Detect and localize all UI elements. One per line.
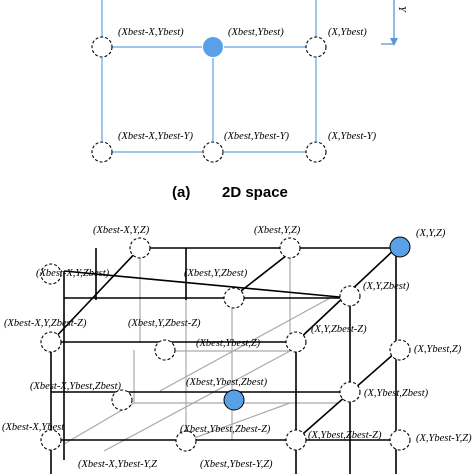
node-xbest-x-y-z — [129, 237, 151, 259]
label-back-mid-center: (Xbest,Ybest,Z) — [196, 338, 261, 349]
node-x-y-zbest — [339, 285, 361, 307]
node-x-ybest-zbest-z — [285, 429, 307, 451]
node-x-ybest — [305, 36, 327, 58]
label-bottom-left: (Xbest-X,Ybest-Y) — [118, 131, 193, 142]
label-back-top-right: (X,Y,Z) — [416, 228, 446, 239]
label-mid-top-center: (Xbest,Y,Zbest) — [184, 268, 248, 279]
node-xbest-x-ybest — [91, 36, 113, 58]
node-xbest-ybest-zbest — [223, 389, 245, 411]
node-xbest-x-y-zbest — [40, 263, 62, 285]
label-front-mid-left: (Xbest-X,Ybest — [2, 422, 65, 433]
label-top-right: (X,Ybest) — [328, 27, 367, 38]
node-x-y-zbest-z — [285, 331, 307, 353]
node-xbest-y-zbest-z — [154, 339, 176, 361]
label-front-top-left: (Xbest-X,Y,Zbest-Z) — [4, 318, 87, 329]
cube-edge-hidden — [185, 402, 291, 442]
node-xbest-x-ybest-y — [91, 141, 113, 163]
label-back-bot-right: (X,Ybest-Y,Z) — [416, 433, 472, 444]
y-axis-label: Y — [396, 6, 407, 13]
node-x-y-z — [389, 236, 411, 258]
node-xbest-x-ybest-zbest — [111, 389, 133, 411]
label-mid-top-left: (Xbest-X,Y,Zbest) — [36, 268, 110, 279]
node-x-ybest-zbest — [339, 381, 361, 403]
node-xbest-ybest-y — [202, 141, 224, 163]
node-x-ybest-y — [305, 141, 327, 163]
node-x-ybest-y-z — [389, 429, 411, 451]
label-mid-top-right: (X,Y,Zbest) — [363, 281, 410, 292]
node-xbest-ybest-zbest-z — [175, 430, 197, 452]
label-front-mid-center: (Xbest,Ybest,Zbest-Z) — [180, 424, 271, 435]
label-top-left: (Xbest-X,Ybest) — [118, 27, 184, 38]
label-back-top-center: (Xbest,Y,Z) — [254, 225, 301, 236]
node-xbest-y-zbest — [223, 287, 245, 309]
cube-3d: (Xbest-X,Y,Z) (Xbest,Y,Z) (X,Y,Z) (Xbest… — [2, 225, 472, 474]
label-mid-mid-right: (X,Ybest,Zbest) — [364, 388, 429, 399]
node-x-ybest-z — [389, 339, 411, 361]
label-mid-mid-center: (Xbest,Ybest,Zbest) — [186, 377, 268, 388]
label-bottom-left: (Xbest-X,Ybest-Y,Z — [78, 459, 157, 470]
caption-title: 2D space — [222, 184, 288, 201]
label-bottom-right: (X,Ybest-Y) — [328, 131, 377, 142]
label-bottom-center: (Xbest,Ybest-Y) — [224, 131, 290, 142]
cube-edge — [63, 270, 351, 299]
label-front-mid-right: (X,Ybest,Zbest-Z) — [308, 430, 382, 441]
caption-letter: (a) — [172, 184, 190, 201]
label-back-top-left: (Xbest-X,Y,Z) — [93, 225, 150, 236]
node-xbest-x-ybest — [40, 429, 62, 451]
node-xbest-x-y-zbest-z — [40, 331, 62, 353]
label-bottom-center: (Xbest,Ybest-Y,Z) — [200, 459, 273, 470]
cube-edge-hidden — [103, 350, 291, 452]
node-xbest-y-z — [279, 237, 301, 259]
label-front-top-right: (X,Y,Zbest-Z) — [311, 324, 367, 335]
y-axis-arrowhead — [390, 38, 398, 46]
cube-edge-hidden — [159, 297, 331, 392]
label-mid-mid-left: (Xbest-X,Ybest,Zbest) — [30, 381, 121, 392]
label-back-mid-right: (X,Ybest,Z) — [414, 344, 462, 355]
label-front-top-center: (Xbest,Y,Zbest-Z) — [128, 318, 201, 329]
node-best — [203, 37, 223, 57]
label-top-center: (Xbest,Ybest) — [228, 27, 284, 38]
grid-2d: Y (Xbest-X,Ybest) (Xbest,Ybest) (X,Ybest… — [91, 0, 407, 201]
